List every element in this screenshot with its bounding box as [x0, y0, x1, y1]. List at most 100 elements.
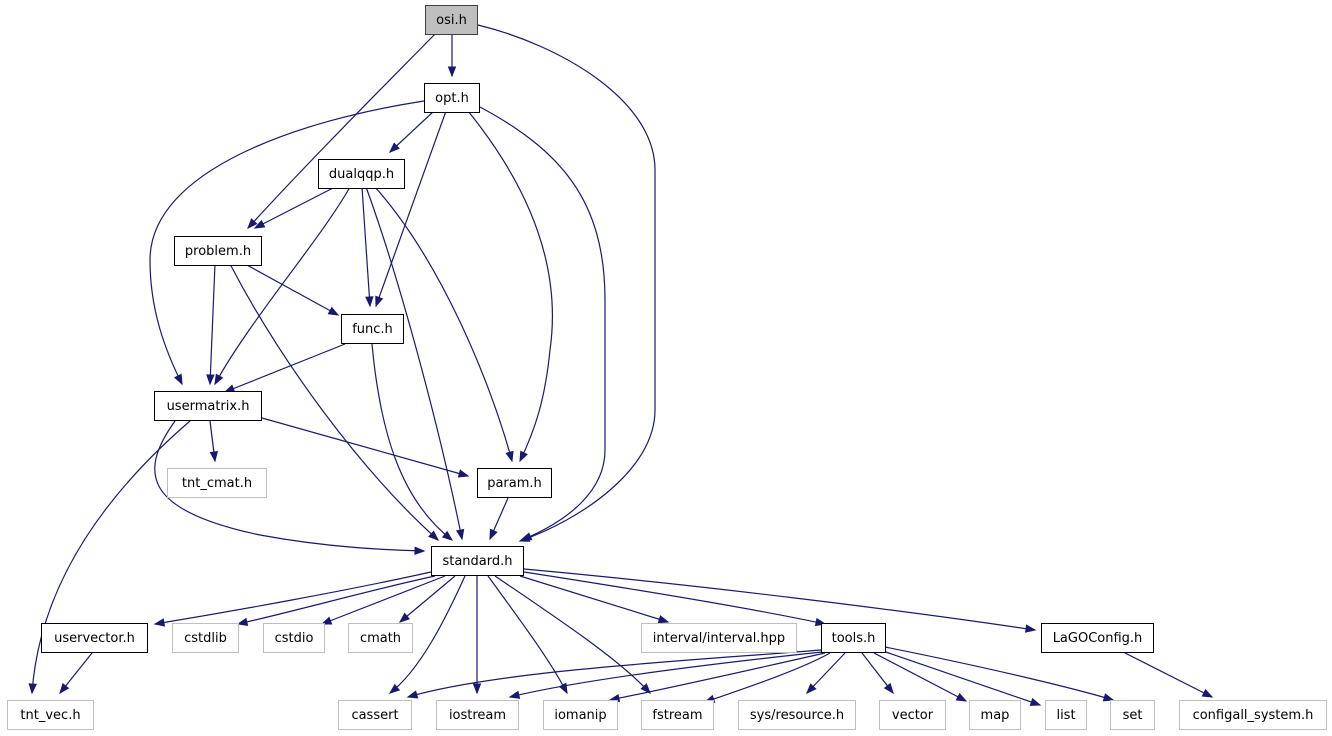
edge-line [884, 646, 1114, 701]
edge-arrowhead [558, 682, 568, 695]
edge-line [509, 651, 823, 698]
edge-arrowhead [519, 450, 528, 463]
edge-opt_h-to-standard_h [479, 106, 606, 541]
edge-arrowhead [1029, 697, 1042, 706]
edge-arrowhead [375, 295, 384, 308]
edge-usermatrix_h-to-tnt_vec_h [28, 420, 191, 695]
edge-arrowhead [640, 683, 651, 695]
edge-arrowhead [173, 373, 183, 386]
edge-line [374, 186, 513, 462]
edge-arrowhead [955, 692, 968, 702]
edge-line [523, 571, 826, 625]
edge-arrowhead [320, 616, 333, 625]
node-set: set [1110, 700, 1155, 730]
node-func-h[interactable]: func.h [341, 314, 404, 344]
edge-arrowhead [214, 373, 224, 386]
edge-arrowhead [59, 682, 70, 695]
edge-line [229, 263, 439, 541]
edge-arrowhead [1102, 693, 1115, 702]
edge-arrowhead [236, 617, 249, 627]
edge-uservector_h-to-tnt_vec_h [59, 652, 93, 695]
edge-line [224, 343, 346, 393]
edge-usermatrix_h-to-standard_h [154, 420, 426, 555]
edge-line [389, 110, 435, 153]
edge-dualqqp_h-to-usermatrix_h [214, 186, 351, 386]
node-iostream: iostream [436, 700, 519, 730]
node-param-h[interactable]: param.h [477, 468, 552, 498]
edge-arrowhead [247, 218, 258, 230]
edge-dualqqp_h-to-func_h [361, 186, 374, 308]
edge-line [149, 100, 425, 385]
edge-tools_h-to-list [879, 649, 1042, 706]
edge-dualqqp_h-to-param_h [374, 186, 514, 463]
edge-standard_h-to-tools_h [523, 571, 827, 627]
edge-param_h-to-standard_h [489, 497, 509, 541]
node-lagoconfig-h[interactable]: LaGOConfig.h [1041, 623, 1154, 653]
node-standard-h[interactable]: standard.h [431, 546, 524, 576]
edge-line [494, 575, 651, 694]
node-problem-h[interactable]: problem.h [174, 236, 262, 266]
node-cassert: cassert [338, 700, 412, 730]
edge-opt_h-to-usermatrix_h [149, 100, 425, 386]
edge-arrowhead [457, 469, 470, 478]
edge-line [154, 420, 425, 552]
edge-tools_h-to-sys_resource_h [806, 652, 846, 695]
edge-tools_h-to-set [884, 646, 1115, 702]
edge-arrowhead [489, 528, 498, 541]
edge-standard_h-to-interval_hpp [519, 575, 670, 624]
node-sys-resource-h: sys/resource.h [738, 700, 856, 730]
edge-line [467, 110, 553, 462]
edge-arrowhead [388, 142, 400, 153]
node-usermatrix-h[interactable]: usermatrix.h [154, 391, 262, 421]
edge-line [254, 186, 336, 229]
edge-standard_h-to-cmath [398, 575, 456, 623]
node-fstream: fstream [641, 700, 714, 730]
edge-line [523, 568, 1036, 631]
node-configall-system-h: configall_system.h [1179, 700, 1327, 730]
edge-arrowhead [505, 450, 514, 463]
node-cmath: cmath [348, 623, 413, 653]
edge-line [873, 652, 967, 702]
edge-line [389, 575, 466, 694]
edge-arrowhead [398, 612, 411, 623]
edge-arrowhead [520, 532, 533, 541]
edge-line [244, 263, 339, 316]
edge-problem_h-to-func_h [244, 263, 340, 316]
node-osi-h: osi.h [425, 5, 478, 35]
node-tnt-vec-h: tnt_vec.h [7, 700, 94, 730]
edge-arrowhead [447, 66, 457, 78]
edge-arrowhead [365, 296, 374, 308]
edge-func_h-to-usermatrix_h [223, 343, 346, 393]
edge-arrowhead [206, 374, 215, 386]
edge-tools_h-to-fstream [703, 652, 831, 703]
node-tools-h[interactable]: tools.h [821, 623, 886, 653]
edge-dualqqp_h-to-standard_h [365, 186, 465, 541]
node-uservector-h[interactable]: uservector.h [41, 623, 148, 653]
edge-problem_h-to-standard_h [229, 263, 440, 541]
edge-opt_h-to-param_h [467, 110, 553, 463]
node-cstdio: cstdio [263, 623, 325, 653]
edge-line [209, 263, 216, 385]
node-opt-h[interactable]: opt.h [424, 83, 480, 113]
edge-arrowhead [388, 683, 401, 694]
edge-line [407, 649, 822, 698]
edge-arrowhead [806, 683, 817, 695]
edge-arrowhead [428, 530, 440, 541]
edge-standard_h-to-cstdio [320, 575, 446, 625]
edge-arrowhead [508, 690, 521, 699]
edge-line [477, 24, 656, 542]
edge-line [704, 652, 831, 703]
edge-arrowhead [327, 306, 340, 316]
edge-line [519, 575, 669, 623]
edge-osi_h-to-opt_h [447, 33, 457, 78]
edge-usermatrix_h-to-param_h [261, 417, 470, 478]
node-interval-hpp: interval/interval.hpp [641, 623, 797, 653]
edge-line [247, 32, 437, 229]
edge-line [237, 575, 436, 625]
edge-tools_h-to-iostream [508, 651, 823, 699]
node-dualqqp-h[interactable]: dualqqp.h [318, 159, 405, 189]
edge-opt_h-to-func_h [375, 110, 447, 308]
node-vector: vector [879, 700, 946, 730]
edge-arrowhead [1024, 624, 1037, 633]
